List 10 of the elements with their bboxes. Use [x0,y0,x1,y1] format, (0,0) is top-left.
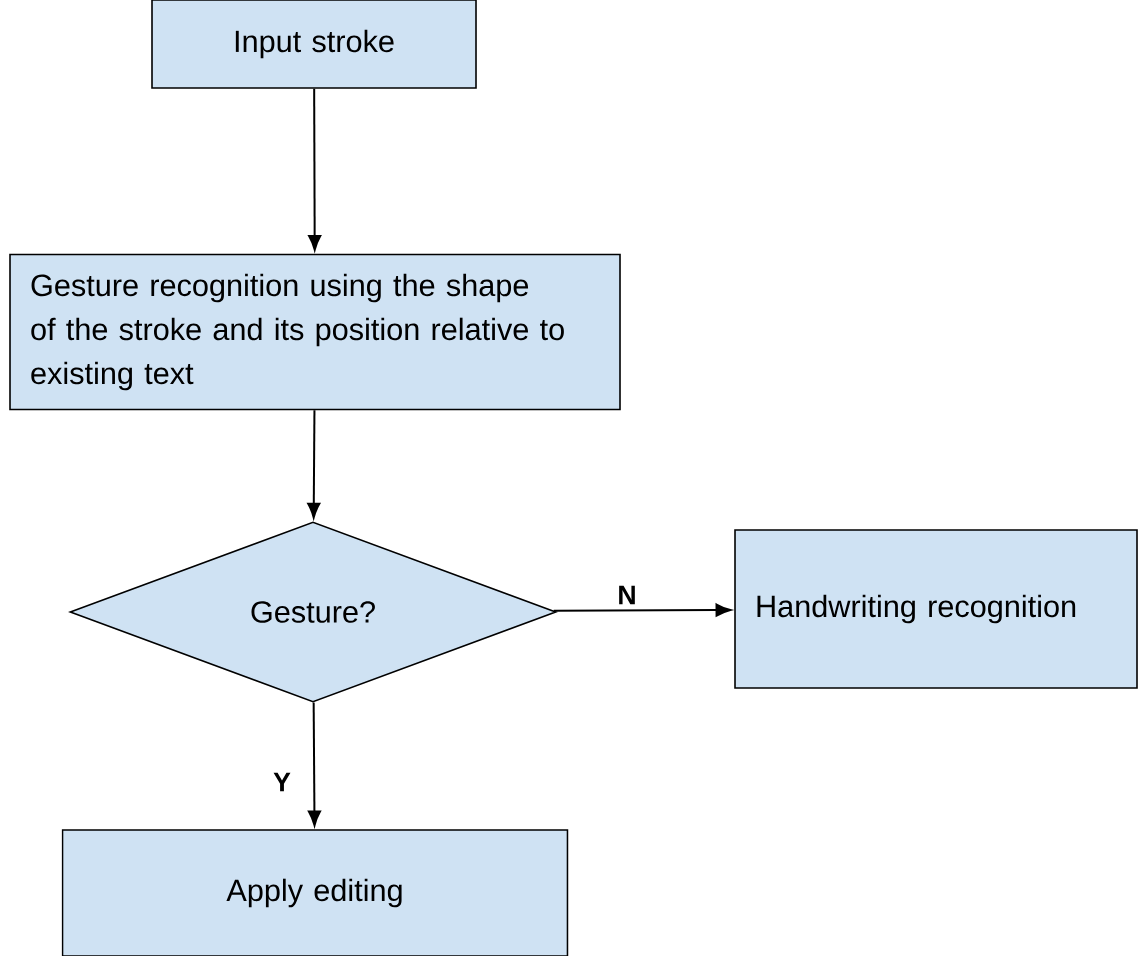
arrow [308,87,322,251]
edge-label: N [619,585,635,605]
arrow [307,409,321,519]
process-box: Handwriting recognition [734,529,1138,689]
process-box: Apply editing [61,829,569,956]
arrow [307,701,321,827]
process-box: Gesture recognition using the shape of the stroke and its position relative to existing text [9,253,621,411]
edge-label: Y [273,772,291,792]
arrow [552,603,732,617]
process-box: Input stroke [151,0,477,89]
